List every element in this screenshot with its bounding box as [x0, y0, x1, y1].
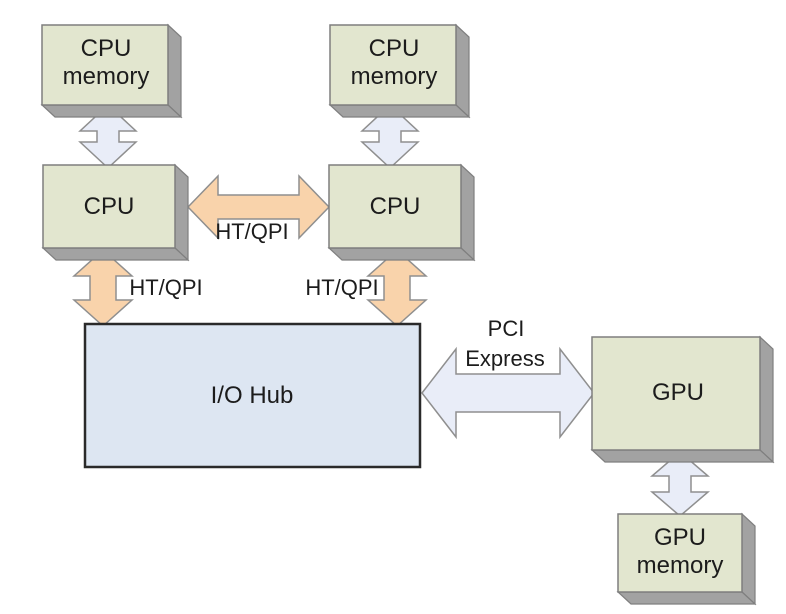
node-cpu-1: CPU	[41, 163, 190, 262]
gpu-side-face	[759, 335, 774, 464]
node-io-hub: I/O Hub	[83, 322, 422, 469]
cpu-1-box	[42, 164, 176, 249]
cpu-memory-2-bottom-face	[328, 104, 471, 118]
node-gpu: GPU	[590, 335, 775, 464]
cpu-memory-1-label-line2: memory	[63, 63, 150, 90]
io-hub-label: I/O Hub	[211, 382, 294, 409]
gpu-memory-bottom-face	[616, 591, 757, 605]
node-cpu-2: CPU	[327, 163, 476, 262]
cpu-memory-2-box	[329, 24, 457, 106]
link-label-cpu2-iohub: HT/QPI	[305, 275, 378, 300]
gpu-label: GPU	[652, 379, 704, 406]
link-label-cpu1-cpu2: HT/QPI	[215, 219, 288, 244]
node-cpu-memory-1: CPU memory	[40, 23, 183, 119]
gpu-memory-side-face	[741, 512, 756, 606]
cpu-1-label: CPU	[84, 193, 135, 220]
cpu-memory-1-side-face	[167, 23, 182, 119]
cpu-memory-2-side-face	[455, 23, 470, 119]
node-cpu-memory-2: CPU memory	[328, 23, 471, 119]
cpu-memory-2-label-line2: memory	[351, 63, 438, 90]
gpu-memory-label-line1: GPU	[654, 524, 706, 551]
io-hub-box	[83, 322, 422, 469]
gpu-memory-label-line2: memory	[637, 552, 724, 579]
cpu-memory-2-label-line1: CPU	[369, 35, 420, 62]
cpu-memory-1-bottom-face	[40, 104, 183, 118]
cpu-2-box	[328, 164, 462, 249]
node-gpu-memory: GPU memory	[616, 512, 757, 606]
cpu-memory-1-box	[41, 24, 169, 106]
cpu-2-side-face	[460, 163, 475, 262]
cpu-1-side-face	[174, 163, 189, 262]
link-label-pci-express-line2: Express	[465, 346, 544, 371]
link-label-pci-express-line1: PCI	[488, 316, 525, 341]
gpu-box	[591, 336, 761, 451]
gpu-bottom-face	[590, 449, 775, 463]
cpu-1-bottom-face	[41, 247, 190, 261]
cpu-memory-1-label-line1: CPU	[81, 35, 132, 62]
link-label-cpu1-iohub: HT/QPI	[129, 275, 202, 300]
gpu-memory-box	[617, 513, 743, 593]
cpu-2-bottom-face	[327, 247, 476, 261]
cpu-2-label: CPU	[370, 193, 421, 220]
